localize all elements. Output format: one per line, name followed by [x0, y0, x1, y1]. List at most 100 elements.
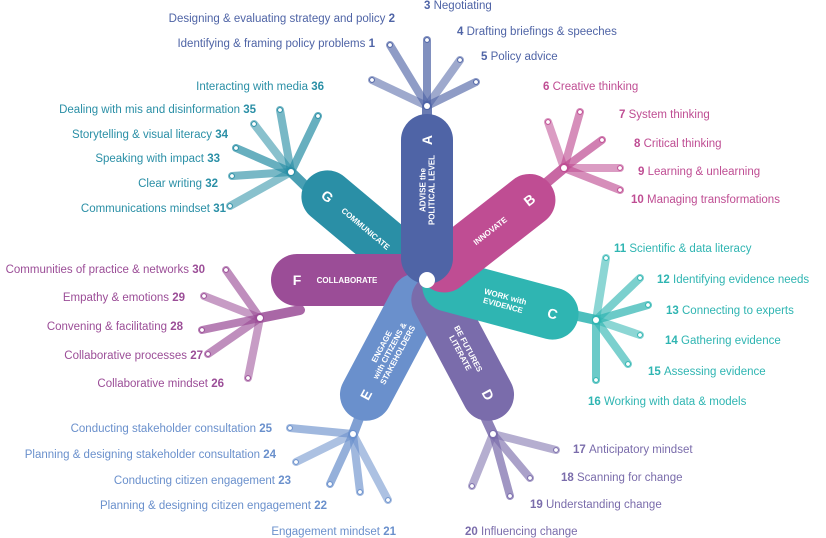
competence-label-29: Empathy & emotions 29: [63, 292, 185, 304]
competence-label-27: Collaborative processes 27: [64, 350, 203, 362]
competence-text: System thinking: [629, 109, 710, 121]
labels-layer: Identifying & framing policy problems 1D…: [6, 0, 810, 538]
competence-number: 15: [648, 366, 664, 378]
competence-label-19: 19 Understanding change: [530, 499, 662, 511]
petal-letter: C: [546, 305, 560, 323]
competence-label-9: 9 Learning & unlearning: [638, 166, 760, 178]
competence-text: Designing & evaluating strategy and poli…: [169, 13, 389, 25]
branch-hub-dot: [350, 431, 356, 437]
branch-finger: [226, 168, 295, 210]
branch-tip-dot: [201, 293, 207, 299]
branch-finger: [204, 314, 264, 358]
branch-finger: [349, 430, 392, 504]
competence-number: 7: [619, 109, 629, 121]
branch-tip-dot: [469, 483, 475, 489]
branch-tip-dot: [507, 493, 513, 499]
competence-text: Negotiating: [434, 0, 492, 12]
competence-text: Drafting briefings & speeches: [467, 26, 617, 38]
competence-label-3: 3 Negotiating: [424, 0, 492, 12]
branch-tip-dot: [233, 145, 239, 151]
competence-text: Managing transformations: [647, 194, 780, 206]
competence-text: Creative thinking: [553, 81, 639, 93]
branch-stem-f: [255, 305, 305, 323]
branch-tip-dot: [603, 255, 609, 261]
competence-label-17: 17 Anticipatory mindset: [573, 444, 693, 456]
competence-number: 17: [573, 444, 589, 456]
branch-tip-dot: [315, 113, 321, 119]
branch-finger: [544, 118, 568, 172]
competence-text: Connecting to experts: [682, 305, 794, 317]
competence-text: Communities of practice & networks: [6, 264, 193, 276]
branch-tip-dot: [327, 481, 333, 487]
competence-label-1: Identifying & framing policy problems 1: [177, 38, 375, 50]
competence-number: 11: [614, 243, 629, 255]
competence-label-32: Clear writing 32: [138, 178, 218, 190]
competence-label-4: 4 Drafting briefings & speeches: [457, 26, 617, 38]
branch-finger: [292, 430, 357, 466]
competence-number: 35: [243, 104, 256, 116]
competence-text: Communications mindset: [81, 203, 213, 215]
competence-number: 33: [207, 153, 220, 165]
branch-hub-dot: [424, 103, 430, 109]
branch-hub-dot: [490, 431, 496, 437]
competence-text: Clear writing: [138, 178, 205, 190]
competence-label-7: 7 System thinking: [619, 109, 710, 121]
competence-text: Influencing change: [481, 526, 578, 538]
branch-tip-dot: [457, 57, 463, 63]
branch-tip-dot: [577, 109, 583, 115]
branch-tip-dot: [199, 327, 205, 333]
competence-text: Assessing evidence: [664, 366, 766, 378]
competence-number: 29: [172, 292, 185, 304]
branch-finger: [592, 274, 644, 324]
competence-number: 3: [424, 0, 434, 12]
competence-number: 21: [383, 526, 396, 538]
petal-title-line: ADVISE the: [419, 167, 428, 212]
competence-label-18: 18 Scanning for change: [561, 472, 683, 484]
branch-tip-dot: [617, 187, 623, 193]
branch-finger: [423, 78, 480, 110]
competence-number: 20: [465, 526, 481, 538]
competence-number: 1: [369, 38, 376, 50]
competence-label-24: Planning & designing stakeholder consult…: [25, 449, 277, 461]
competence-label-28: Convening & facilitating 28: [47, 321, 184, 333]
competence-label-21: Engagement mindset 21: [271, 526, 396, 538]
branch-tip-dot: [637, 275, 643, 281]
competence-number: 2: [389, 13, 395, 25]
branch-tip-dot: [229, 173, 235, 179]
branch-tip-dot: [599, 137, 605, 143]
competence-label-34: Storytelling & visual literacy 34: [72, 129, 229, 141]
branch-finger: [592, 316, 632, 368]
branch-tip-dot: [357, 489, 363, 495]
petal-letter: F: [293, 272, 302, 288]
branch-tip-dot: [553, 447, 559, 453]
petal-shape: [401, 114, 453, 284]
competence-text: Conducting stakeholder consultation: [71, 423, 260, 435]
competence-text: Engagement mindset: [271, 526, 383, 538]
competence-text: Identifying & framing policy problems: [177, 38, 368, 50]
competence-text: Collaborative mindset: [97, 378, 211, 390]
competence-number: 4: [457, 26, 467, 38]
branch-finger: [368, 76, 431, 110]
competence-number: 25: [259, 423, 272, 435]
competence-number: 13: [666, 305, 682, 317]
petal-shape: [411, 273, 515, 421]
branch-hub-dot: [257, 315, 263, 321]
branch-tip-dot: [625, 361, 631, 367]
branch-tip-dot: [617, 165, 623, 171]
competence-label-31: Communications mindset 31: [81, 203, 227, 215]
competence-number: 8: [634, 138, 644, 150]
competence-label-2: Designing & evaluating strategy and poli…: [169, 13, 395, 25]
branch-finger: [200, 292, 264, 322]
competence-label-30: Communities of practice & networks 30: [6, 264, 205, 276]
branch-tip-dot: [385, 497, 391, 503]
branch-finger: [276, 106, 295, 176]
branch-finger: [222, 266, 264, 322]
competence-label-36: Interacting with media 36: [196, 81, 324, 93]
competence-number: 31: [213, 203, 226, 215]
competence-number: 23: [278, 475, 291, 487]
competence-label-25: Conducting stakeholder consultation 25: [71, 423, 273, 435]
